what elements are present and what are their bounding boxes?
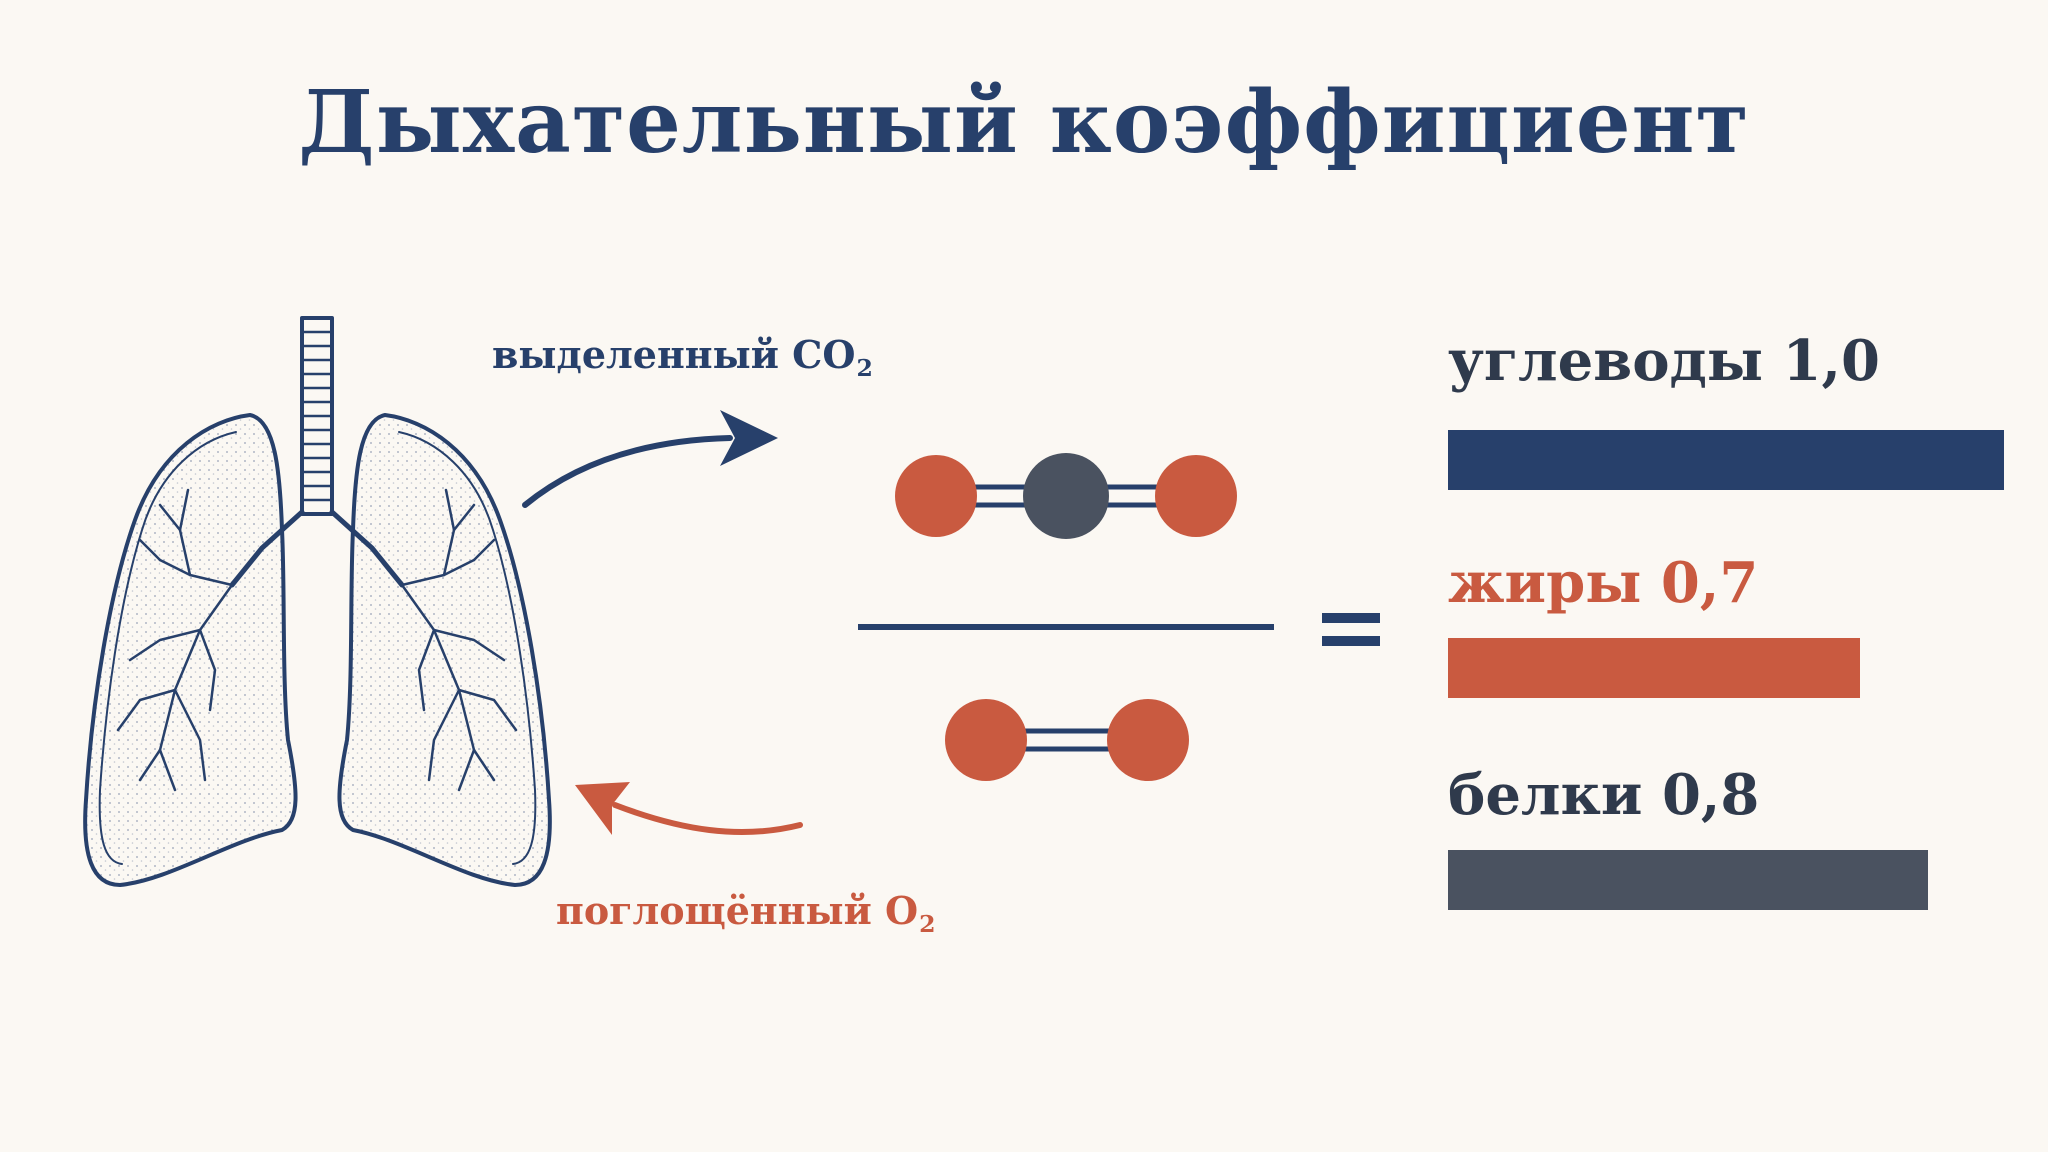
o2-molecule-icon xyxy=(945,699,1189,781)
curved-arrow-icon xyxy=(575,782,803,835)
o2-label: поглощённый O2 xyxy=(556,888,936,939)
page-title: Дыхательный коэффициент xyxy=(298,72,1750,173)
bar-proteins xyxy=(1448,850,1928,910)
co2-molecule-icon xyxy=(895,453,1237,539)
bar-label-fats: жиры 0,7 xyxy=(1448,550,1759,616)
bar-label-proteins: белки 0,8 xyxy=(1448,762,1760,828)
bar-label-carbohydrates: углеводы 1,0 xyxy=(1448,328,1880,394)
curved-arrow-icon xyxy=(522,410,778,508)
lungs-icon xyxy=(83,316,552,887)
co2-label: выделенный CO2 xyxy=(492,332,873,383)
bar-carbohydrates xyxy=(1448,430,2004,490)
equals-sign xyxy=(1322,613,1380,646)
bar-fats xyxy=(1448,638,1860,698)
